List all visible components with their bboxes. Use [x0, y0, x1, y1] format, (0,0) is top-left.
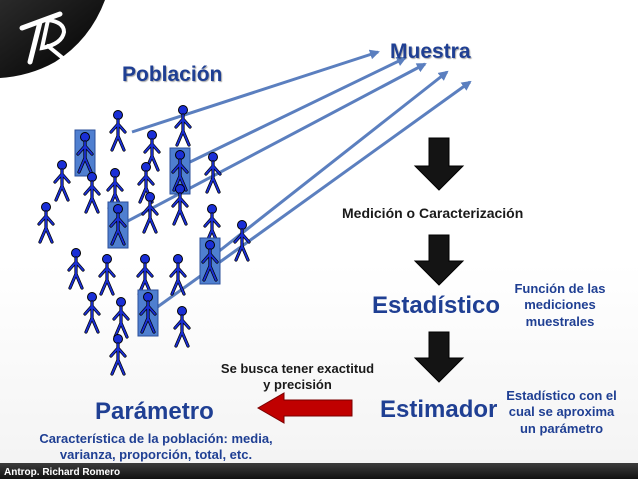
medicion-label: Medición o Caracterización — [342, 205, 524, 221]
logo-icon — [19, 11, 72, 66]
person-icon — [83, 172, 101, 214]
exactitud-line: Se busca tener exactitud — [220, 361, 375, 376]
person-icon — [203, 204, 221, 246]
funcion-note: Función de las mediciones muestrales — [500, 281, 620, 330]
person-icon — [137, 162, 155, 204]
person-icon — [136, 254, 154, 296]
footer-author: Antrop. Richard Romero — [4, 467, 121, 478]
sampled-person-icon — [169, 147, 191, 195]
person-icon — [112, 297, 130, 339]
funcion-line: Función de las — [514, 281, 606, 296]
poblacion-label: Población — [122, 63, 223, 86]
estadistico-con-note: Estadístico con el cual se aproxima un p… — [494, 388, 629, 437]
person-icon — [109, 334, 127, 376]
estadistico-con-line: cual se aproxima — [508, 404, 615, 420]
sampled-person-icon — [199, 237, 221, 285]
person-icon — [37, 202, 55, 244]
down-arrow-icon — [413, 234, 465, 286]
sample-arrow — [189, 56, 407, 164]
caracteristica-line: Característica de la población: media, — [39, 431, 273, 446]
sampled-person-icon — [107, 201, 129, 249]
sampled-person-icon — [137, 289, 159, 337]
left-arrow-icon — [256, 392, 353, 424]
exactitud-note: Se busca tener exactitud y precisión — [205, 361, 390, 394]
person-icon — [174, 105, 192, 147]
estimador-label: Estimador — [380, 396, 498, 423]
person-icon — [169, 254, 187, 296]
funcion-line: mediciones — [524, 297, 596, 313]
sample-arrow — [217, 70, 449, 254]
caracteristica-line: varianza, proporción, total, etc. — [59, 447, 253, 463]
person-icon — [173, 306, 191, 348]
funcion-line: muestrales — [525, 313, 595, 329]
person-icon — [141, 192, 159, 234]
person-icon — [98, 254, 116, 296]
exactitud-line: y precisión — [263, 377, 332, 393]
down-arrow-icon — [413, 331, 465, 383]
person-icon — [83, 292, 101, 334]
muestra-label: Muestra — [390, 40, 471, 63]
down-arrow-icon — [413, 137, 465, 191]
sampled-person-icon — [74, 129, 96, 177]
corner-logo-panel — [0, 0, 105, 78]
person-icon — [109, 110, 127, 152]
person-icon — [171, 184, 189, 226]
footer-bar: Antrop. Richard Romero — [0, 463, 638, 479]
sample-arrow — [125, 62, 427, 224]
person-icon — [67, 248, 85, 290]
parametro-label: Parámetro — [95, 398, 214, 425]
person-icon — [233, 220, 251, 262]
person-icon — [53, 160, 71, 202]
caracteristica-note: Característica de la población: media, v… — [16, 431, 296, 464]
estadistico-con-line: Estadístico con el — [506, 388, 617, 403]
sample-arrow — [131, 49, 380, 134]
estadistico-con-line: un parámetro — [519, 420, 604, 436]
person-icon — [204, 152, 222, 194]
estadistico-label: Estadístico — [372, 292, 501, 319]
